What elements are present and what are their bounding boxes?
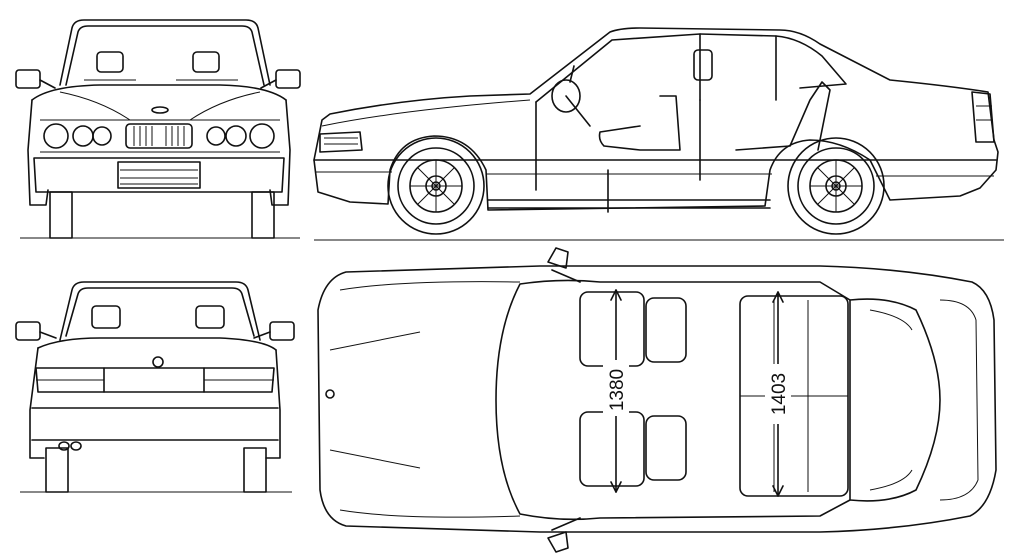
rear-wheel [787, 137, 885, 235]
rear-seat-dimension: 1403 [769, 373, 790, 415]
top-view: 1380 1403 [317, 247, 997, 553]
side-view [313, 27, 1004, 241]
front-seat-dimension: 1380 [607, 369, 628, 411]
front-view [15, 19, 301, 239]
rear-view [15, 281, 295, 493]
front-wheel [387, 137, 485, 235]
front-seat-right [579, 411, 645, 487]
front-seat-left [579, 291, 645, 367]
